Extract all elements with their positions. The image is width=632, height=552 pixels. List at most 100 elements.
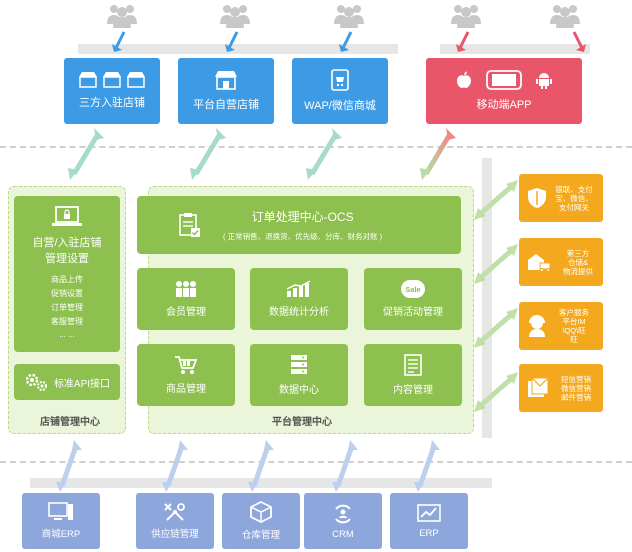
connector-arrow — [190, 128, 226, 180]
bottom-shadow — [30, 478, 492, 488]
user-arrow — [112, 31, 126, 52]
data-center-label: 数据中心 — [279, 385, 319, 396]
mobile-cart-icon — [331, 69, 349, 91]
product-management-label: 商品管理 — [166, 384, 206, 395]
connector-arrow — [306, 128, 342, 180]
promotion-management-label: 促销活动管理 — [383, 307, 443, 318]
connector-arrow — [56, 440, 82, 492]
clipboard-check-icon — [179, 213, 200, 237]
erp-box[interactable]: ERP — [390, 493, 468, 549]
users-icon — [105, 2, 139, 28]
payment-gateway-box[interactable]: 银联、支付 宝、微信、 支付网关 — [519, 174, 603, 222]
bottom-divider — [0, 461, 632, 463]
sale-tag-text: Sale — [405, 284, 421, 294]
side-connector-arrow — [474, 372, 518, 412]
crm-label: CRM — [332, 528, 354, 540]
middle-shadow — [482, 158, 492, 438]
users-icon — [218, 2, 252, 28]
store-settings-item: 商品上传 — [51, 275, 83, 284]
payment-gateway-line: 宝、微信、 — [555, 193, 593, 203]
mall-erp-label: 商城ERP — [41, 529, 81, 540]
connector-arrow — [162, 440, 188, 492]
warehouse-truck-icon — [528, 254, 551, 272]
mobile-app-box[interactable]: 移动端APP — [426, 58, 582, 124]
ocs-box[interactable]: 订单处理中心-OCS ( 正常销售、退换货、优先级、分库、财务对账 ) — [137, 196, 461, 254]
connector-arrow — [68, 128, 104, 180]
api-interface-label: 标准API接口 — [53, 378, 111, 390]
self-operated-store-label: 平台自营店铺 — [193, 99, 259, 111]
users-icon — [332, 2, 366, 28]
user-arrow — [572, 31, 586, 52]
ocs-title: 订单处理中心-OCS — [251, 210, 354, 224]
bar-chart-icon — [286, 280, 311, 297]
member-management-box[interactable]: 会员管理 — [137, 268, 235, 330]
store-panel-title: 店铺管理中心 — [40, 417, 100, 428]
content-management-box[interactable]: 内容管理 — [364, 344, 462, 406]
server-icon — [291, 355, 307, 374]
store-settings-item: ... ... — [59, 330, 75, 339]
smartphone-icon — [486, 70, 522, 90]
mall-erp-box[interactable]: 商城ERP — [22, 493, 100, 549]
box-icon — [250, 501, 272, 523]
promotion-management-box[interactable]: Sale 促销活动管理 — [364, 268, 462, 330]
users-icon — [449, 2, 483, 28]
marketing-line: 短信营销 — [561, 374, 591, 384]
logistics-line: 第三方 — [566, 248, 590, 258]
cart-icon — [175, 356, 198, 374]
product-management-box[interactable]: 商品管理 — [137, 344, 235, 406]
member-management-label: 会员管理 — [166, 307, 206, 318]
document-icon — [404, 354, 422, 376]
store-icon — [127, 72, 145, 88]
store-settings-item: 客服管理 — [51, 317, 83, 326]
store-settings-title: 自营/入驻店铺 — [32, 237, 102, 249]
android-icon — [536, 73, 552, 89]
connector-arrow — [332, 440, 358, 492]
side-connector-arrow — [474, 180, 518, 220]
api-interface-box[interactable]: 标准API接口 — [14, 364, 120, 400]
apple-icon — [457, 71, 471, 88]
supply-chain-box[interactable]: 供应链管理 — [136, 493, 214, 549]
side-connector-arrow — [474, 244, 518, 284]
erp-label: ERP — [419, 527, 439, 539]
third-party-store-box[interactable]: 三方入驻店铺 — [64, 58, 160, 124]
supply-chain-icon — [164, 503, 185, 521]
cycle-users-icon — [335, 504, 351, 523]
top-shadow — [78, 44, 398, 54]
wap-wechat-mall-box[interactable]: WAP/微信商城 — [292, 58, 388, 124]
marketing-box[interactable]: 短信营销 微信营销 邮件营销 — [519, 364, 603, 412]
supply-chain-label: 供应链管理 — [151, 529, 199, 540]
logistics-line: 仓储& — [567, 257, 588, 267]
customer-service-icon — [529, 315, 545, 337]
third-party-store-label: 三方入驻店铺 — [79, 97, 145, 109]
crm-box[interactable]: CRM — [304, 493, 382, 549]
store-settings-box[interactable]: 自营/入驻店铺 管理设置 商品上传 促销设置 订单管理 客服管理 ... ... — [14, 196, 120, 352]
data-center-box[interactable]: 数据中心 — [250, 344, 348, 406]
logistics-box[interactable]: 第三方 仓储& 物流提供 — [519, 238, 603, 286]
customer-service-line: 客户服务 — [559, 308, 589, 317]
payment-gateway-line: 支付网关 — [559, 202, 589, 212]
gears-icon — [25, 373, 47, 391]
connector-arrow — [248, 440, 274, 492]
content-management-label: 内容管理 — [393, 385, 433, 396]
store-icon — [103, 72, 121, 88]
warehouse-management-box[interactable]: 仓库管理 — [222, 493, 300, 549]
user-arrow — [339, 31, 353, 52]
store-settings-item: 订单管理 — [51, 303, 83, 312]
members-icon — [176, 281, 196, 297]
tablet-chart-icon — [417, 503, 441, 522]
customer-service-box[interactable]: 客户服务 平台IM \QQ\旺 旺 — [519, 302, 603, 350]
logistics-line: 物流提供 — [563, 266, 593, 276]
customer-service-line: 平台IM — [562, 317, 586, 326]
self-operated-store-box[interactable]: 平台自营店铺 — [178, 58, 274, 124]
store-settings-subtitle: 管理设置 — [45, 253, 89, 265]
data-statistics-box[interactable]: 数据统计分析 — [250, 268, 348, 330]
shield-icon — [528, 188, 546, 208]
mail-icon — [528, 377, 549, 397]
shop-icon — [215, 71, 237, 90]
user-arrow — [225, 31, 239, 52]
mobile-app-label: 移动端APP — [476, 99, 532, 111]
user-arrow — [456, 31, 470, 52]
laptop-lock-icon — [52, 206, 82, 226]
marketing-line: 邮件营销 — [561, 392, 591, 402]
marketing-line: 微信营销 — [561, 383, 591, 393]
